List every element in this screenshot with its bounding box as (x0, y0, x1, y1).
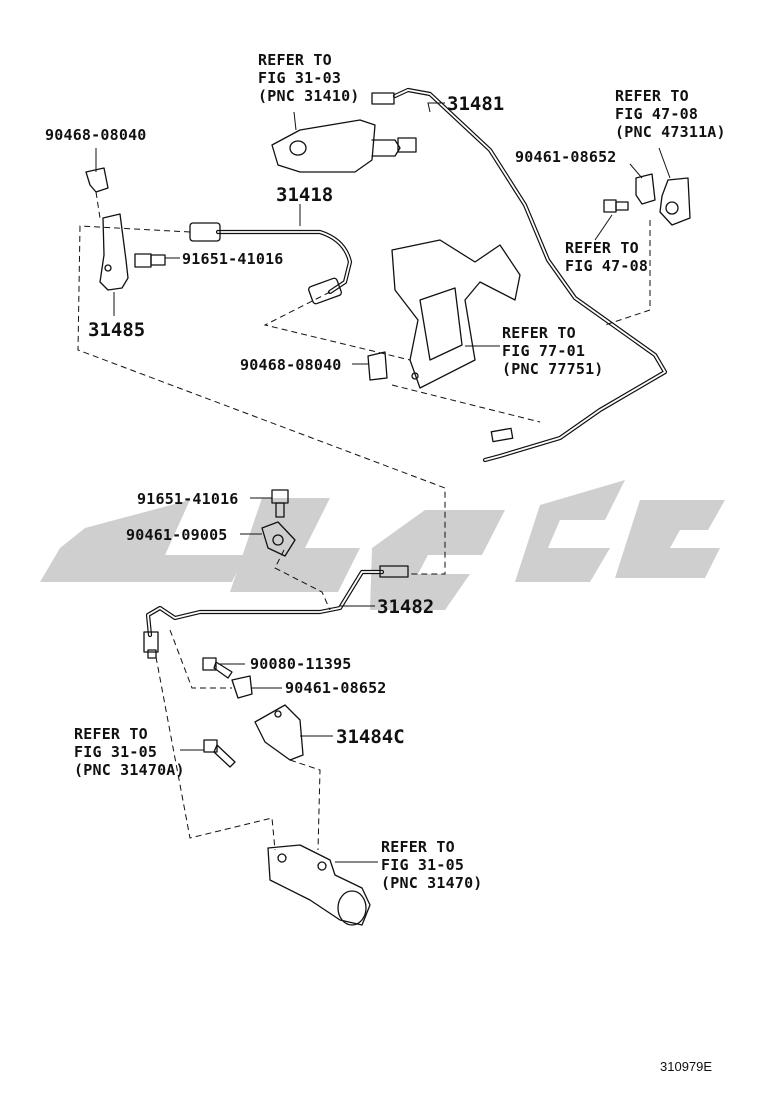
pedal-bracket (391, 239, 521, 389)
label-90468-08040-top: 90468-08040 (45, 126, 147, 144)
label-91651-41016-mid: 91651-41016 (137, 490, 239, 508)
label-refer-3105-l1: REFER TO (381, 838, 455, 856)
clamp-90461-top (635, 173, 656, 205)
hose-31418 (189, 222, 353, 305)
figure-code: 310979E (660, 1059, 712, 1074)
label-refer-31403-l1: REFER TO (258, 51, 332, 69)
clip-90468-top (85, 167, 109, 193)
leader-lines (95, 102, 671, 863)
bracket-31485 (99, 213, 129, 291)
label-refer-3105a-l1: REFER TO (74, 725, 148, 743)
label-refer-4708a-l1: REFER TO (615, 87, 689, 105)
label-refer-3105a-l3: (PNC 31470A) (74, 761, 185, 779)
label-refer-7701-l3: (PNC 77751) (502, 360, 604, 378)
clamp-90461-bot (231, 675, 253, 699)
label-90468-08040-mid: 90468-08040 (240, 356, 342, 374)
label-31485: 31485 (88, 319, 145, 341)
label-91651-41016-top: 91651-41016 (182, 250, 284, 268)
watermark-logo (40, 480, 725, 610)
release-cylinder (267, 844, 371, 926)
label-refer-4708b-l2: FIG 47-08 (565, 257, 648, 275)
bolt-4708 (603, 199, 629, 213)
clip-90468-mid (367, 351, 388, 381)
label-refer-3105a-l2: FIG 31-05 (74, 743, 157, 761)
label-refer-31403-l2: FIG 31-03 (258, 69, 341, 87)
bolt-3105a (203, 739, 236, 768)
label-31484c: 31484C (336, 726, 405, 748)
label-90461-09005: 90461-09005 (126, 526, 228, 544)
label-refer-7701-l2: FIG 77-01 (502, 342, 585, 360)
bolt-91651-mid (271, 489, 289, 518)
label-refer-4708a-l2: FIG 47-08 (615, 105, 698, 123)
clamp-47311 (659, 177, 691, 226)
label-refer-7701-l1: REFER TO (502, 324, 576, 342)
bolt-90080 (202, 657, 233, 679)
label-refer-4708b-l1: REFER TO (565, 239, 639, 257)
master-cylinder-top (271, 119, 417, 173)
labels: REFER TO FIG 31-03 (PNC 31410) 31481 REF… (45, 51, 726, 1074)
bolt-91651-top (134, 253, 166, 268)
label-refer-3105-l3: (PNC 31470) (381, 874, 483, 892)
label-90461-08652-top: 90461-08652 (515, 148, 617, 166)
label-refer-3105-l2: FIG 31-05 (381, 856, 464, 874)
clamp-90461-09005 (261, 521, 296, 557)
label-31418: 31418 (276, 184, 333, 206)
label-31481: 31481 (447, 93, 504, 115)
label-90461-08652-bot: 90461-08652 (285, 679, 387, 697)
dashed-connections (77, 191, 651, 851)
label-refer-4708a-l3: (PNC 47311A) (615, 123, 726, 141)
label-31482: 31482 (377, 596, 434, 618)
label-refer-31403-l3: (PNC 31410) (258, 87, 360, 105)
pipe-31481 (371, 87, 668, 463)
pipe-31482 (143, 565, 409, 659)
bracket-31484c (254, 704, 304, 761)
label-90080-11395: 90080-11395 (250, 655, 352, 673)
